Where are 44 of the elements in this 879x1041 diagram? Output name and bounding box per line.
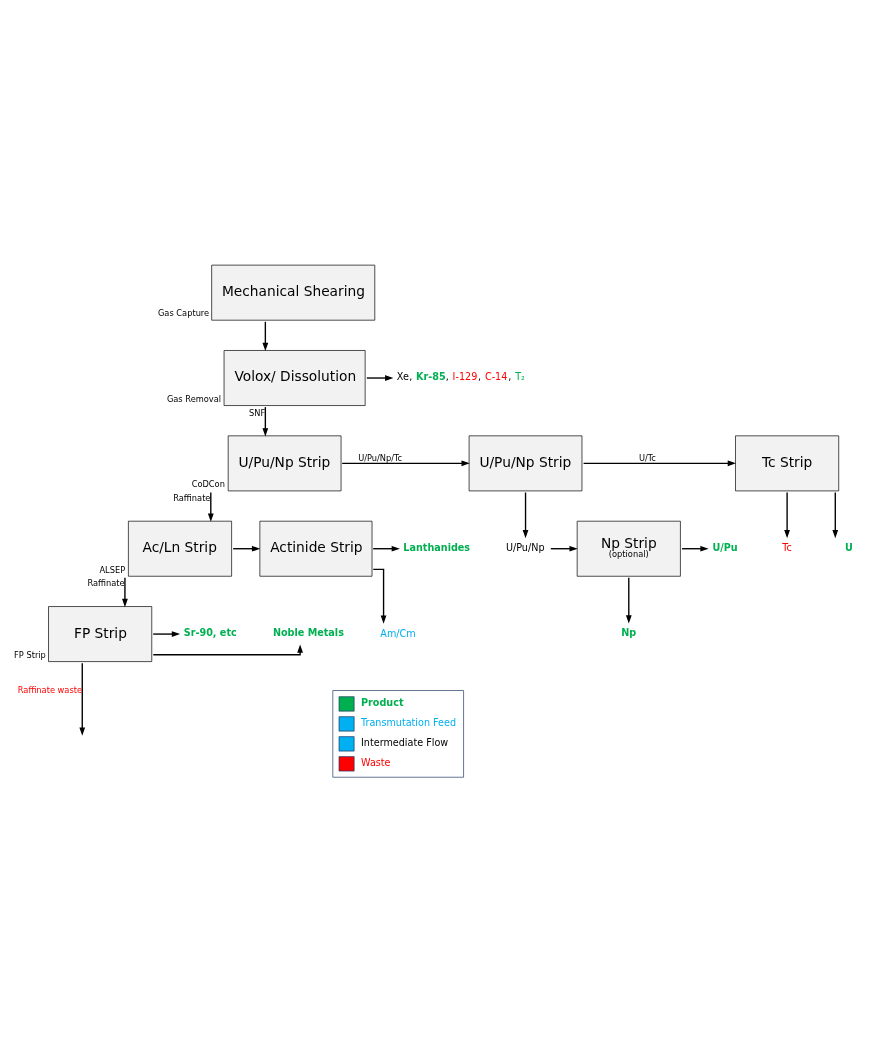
arrow: [207, 491, 214, 522]
edge-label: SNF: [249, 407, 266, 418]
node-text: Xe, Kr-85, I-129, C-14, T₂: [396, 370, 525, 382]
edge-label: Raffinate: [173, 493, 211, 504]
node-text: Tc: [782, 542, 792, 554]
node-label: ALSEP: [99, 564, 126, 575]
arrow: [784, 491, 790, 539]
node-label: CoDCon: [191, 479, 225, 490]
edge-label: U/Tc: [638, 453, 656, 464]
arrow: [625, 577, 632, 624]
edge-label: Raffinate: [87, 578, 125, 589]
node-label: Gas Capture: [157, 308, 210, 319]
legend-label: Intermediate Flow: [361, 737, 449, 749]
edge-label: U/Pu/Np/Tc: [358, 453, 403, 464]
node-text: Sr-90, etc: [183, 626, 237, 638]
node-text: U/Pu: [712, 541, 738, 553]
arrow: [122, 577, 128, 608]
arrow: [152, 631, 181, 637]
arrow: [681, 545, 709, 552]
node-text: Noble Metals: [272, 626, 344, 638]
legend-label: Waste: [361, 757, 391, 769]
arrow: [372, 568, 387, 624]
arrow: [366, 375, 394, 381]
legend-label: Product: [361, 696, 404, 708]
arrow: [152, 644, 303, 656]
arrow: [341, 460, 470, 467]
arrow: [262, 321, 269, 352]
legend-label: Transmutation Feed: [361, 717, 457, 729]
node-text: Lanthanides: [403, 541, 471, 553]
node-label: Gas Removal: [166, 393, 222, 404]
arrow: [262, 406, 269, 437]
arrow: [550, 545, 578, 552]
arrow: [832, 491, 839, 539]
node-label: FP Strip: [14, 649, 46, 660]
node-text: Np: [621, 626, 637, 638]
edge-label: Raffinate waste: [17, 685, 83, 696]
arrow: [522, 491, 529, 539]
arrow: [582, 460, 736, 467]
arrow: [372, 545, 400, 552]
arrow: [232, 545, 261, 552]
node-text: U: [844, 541, 853, 553]
node-text: Am/Cm: [380, 627, 416, 639]
arrow: [79, 662, 86, 736]
node-text: U/Pu/Np: [505, 542, 545, 554]
